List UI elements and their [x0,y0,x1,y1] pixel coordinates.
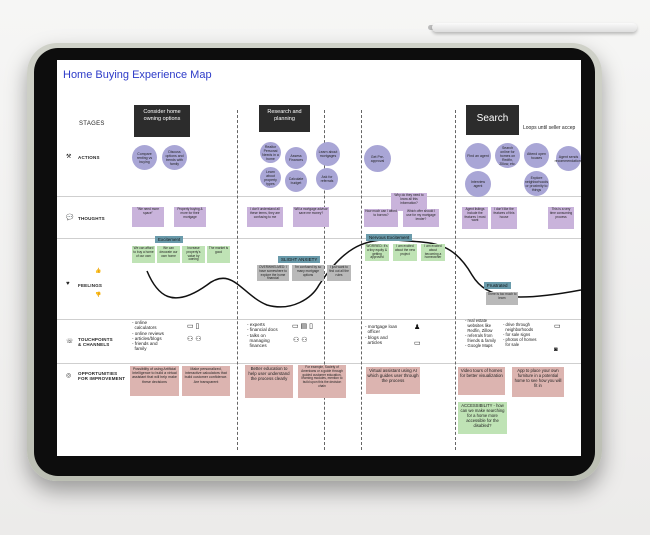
thought-note: Why do they need to know all this inform… [391,193,427,211]
action-circle: Get Pre-approval [364,145,391,172]
action-circle: Learn about mortgages [316,142,340,166]
thumbs-down-icon: 👎 [95,292,102,298]
feeling-note: The market is good [207,246,230,263]
stage-divider [324,110,325,450]
computer-icon: ▭ [414,340,421,347]
row-label-opportunities: OPPORTUNITIES FOR IMPROVEMENT [78,371,126,381]
feeling-tag-frustrated: Frustrated [484,282,511,289]
action-circle: Realtor Personal Needs in a home [260,142,281,163]
action-circle: Assess Finances [285,147,307,169]
opportunity-note: Better education to help user understand… [245,365,293,398]
action-circle: Explore neighborhoods or proximity to th… [524,171,549,196]
opportunity-note: Possibility of using Artificial Intellig… [130,366,179,396]
stage-divider [455,110,456,450]
action-circle: Attend open houses [524,143,549,168]
thought-note: Which offer should I use for my mortgage… [403,209,439,227]
feelings-icon: ♥ [66,281,70,287]
computer-icon: ▭ [554,323,561,330]
action-circle: Learn about property types [260,167,281,188]
feeling-tag-nervous-excitement: Nervous Excitement [366,234,413,241]
row-label-thoughts: THOUGHTS [78,216,105,221]
band-divider [57,319,581,320]
computer-icon: ▭ ▯ [187,323,200,330]
opportunity-note: Video tours of homes for better visualiz… [458,367,505,395]
action-circle: Interview agent [465,171,491,197]
feeling-tag-slight-anxiety: SLIGHT ANXIETY [278,256,321,263]
stage-consider: Consider home owning options [134,105,190,137]
band-divider [57,238,581,239]
feeling-note: We can afford to buy a home of our own [132,246,155,263]
feeling-note: Increase property's value by owning [182,246,205,263]
thought-note: I don't understand all these terms, they… [247,207,283,227]
stage-search: Search [466,105,519,135]
band-divider [57,196,581,197]
computer-icon: ▭ ▤ ▯ [292,323,313,330]
action-circle: Calculate budget [285,170,307,192]
row-label-stages: STAGES [79,121,105,127]
camera-icon: ◙ [554,347,558,353]
loops-note: Loops until seller accep [523,125,576,131]
action-circle: Discuss options and trends with family [162,145,187,170]
opportunity-note: For example, Society of Americans or a g… [298,365,346,398]
thought-note: Will a mortgage advisor save me money? [293,207,329,227]
opportunities-icon: ◎ [66,373,72,379]
people-icon: ⚇ ⚇ [293,337,308,344]
thought-note: I don't like the features of this house [491,207,517,229]
opportunity-note: ACCESSIBILITY - how can we make searchin… [458,402,507,434]
action-circle: Find an agent [465,143,491,169]
touchpoint-list: - mortgage loan officer - blogs and arti… [365,324,398,345]
opportunity-note: Make personalized, interactive calculato… [182,366,230,396]
person-icon: ♟ [414,324,421,331]
feeling-tag-excitement: Excitement [155,236,184,243]
tablet-screen: Home Buying Experience Map STAGES ⚒ ACTI… [57,60,581,456]
opportunity-note: Virtual assistant using AI which guides … [366,367,420,394]
thoughts-icon: 💬 [66,215,74,221]
feeling-note: I am excited about becoming a homeowner [421,244,445,261]
thought-note: How much can I afford to borrow? [364,209,398,227]
action-circle: Agent sends recommendations [555,146,581,171]
stylus [432,23,637,32]
thought-note: Property buying & more for their mortgag… [174,207,206,227]
row-label-touchpoints: TOUCHPOINTS & CHANNELS [78,337,113,347]
feeling-note: WORRIED: It's a tiny equity & getting ap… [365,244,389,261]
stage-divider [361,110,362,450]
touchpoint-list: - experts - financial docs - talks on ma… [247,322,278,349]
row-label-feelings: FEELINGS [78,283,103,288]
stage-divider [237,110,238,450]
feeling-note: I'm confused by so many mortgage options [292,265,324,281]
action-circle: Compare renting vs buying [132,145,157,170]
touchpoints-icon: ☏ [66,339,74,345]
actions-icon: ⚒ [66,154,72,160]
feeling-note: We can decorate our own home [157,246,180,263]
feeling-note: I just want to find out all the rules [327,265,351,281]
thumbs-up-icon: 👍 [95,268,102,274]
band-divider [57,363,581,364]
action-circle: Search online for homes on Redfin, Zillo… [495,143,520,168]
feeling-note: There is too much to learn [486,292,518,305]
page-title: Home Buying Experience Map [63,69,212,81]
thought-note: This is a very time consuming process [548,207,574,229]
touchpoint-list: - drive through neighborhoods - for sale… [503,322,537,347]
stage-research: Research and planning [259,105,310,132]
people-icon: ⚇ ⚇ [187,336,202,343]
opportunity-note: App to place your own furniture in a pot… [512,367,564,397]
row-label-actions: ACTIONS [78,155,100,160]
feeling-note: I am excited about the new project [393,244,417,261]
touchpoint-list: - online calculators - online reviews - … [132,320,164,352]
action-circle: Ask for referrals [316,168,338,190]
feeling-note: OVERWHELMED: I have somewhere to explore… [257,265,289,281]
thought-note: "We need more space" [132,207,164,227]
thought-note: Agent listings include the features I mo… [462,207,488,229]
touchpoint-list: - real estate websites like Redfin, Zill… [465,318,496,348]
